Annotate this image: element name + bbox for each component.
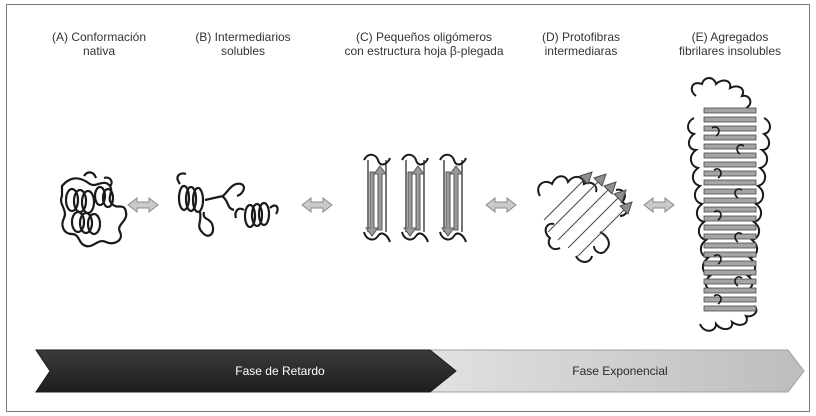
stage-label-d: (D) Protofibras intermediaras: [526, 30, 636, 58]
exponential-phase-label: Fase Exponencial: [572, 364, 668, 378]
arrow-b-c: [301, 196, 333, 214]
stage-label-a: (A) Conformación nativa: [34, 30, 164, 58]
protofibrils-figure: [537, 171, 633, 263]
stage-label-b-line2: solubles: [220, 44, 266, 58]
stage-label-b: (B) Intermediarios solubles: [178, 30, 308, 58]
stage-label-d-line2: intermediaras: [544, 44, 618, 58]
arrow-d-e: [643, 196, 675, 214]
native-conformation-figure: [60, 171, 128, 248]
lag-phase-band: [35, 349, 457, 393]
stage-label-b-line1: (B) Intermediarios: [195, 30, 291, 44]
arrow-a-b: [127, 196, 159, 214]
stage-label-a-line1: (A) Conformación: [51, 30, 147, 44]
stage-label-e: (E) Agregados fibrilares insolubles: [650, 30, 810, 58]
stage-label-c-line1: (C) Pequeños oligómeros: [355, 30, 493, 44]
stage-label-e-line2: fibrilares insolubles: [678, 44, 782, 58]
fibrillar-aggregates-figure: [687, 77, 771, 332]
phase-bands: [35, 349, 805, 393]
arrow-c-d: [485, 196, 517, 214]
stage-label-c-line2: con estructura hoja β-plegada: [344, 44, 504, 58]
beta-sheet-oligomers-figure: [363, 153, 467, 243]
lag-phase-label: Fase de Retardo: [235, 364, 325, 378]
stage-label-e-line1: (E) Agregados: [691, 30, 769, 44]
stage-label-a-line2: nativa: [82, 44, 116, 58]
stage-label-d-line1: (D) Protofibras: [541, 30, 621, 44]
stage-label-c: (C) Pequeños oligómeros con estructura h…: [326, 30, 522, 58]
soluble-intermediates-figure: [176, 172, 279, 237]
